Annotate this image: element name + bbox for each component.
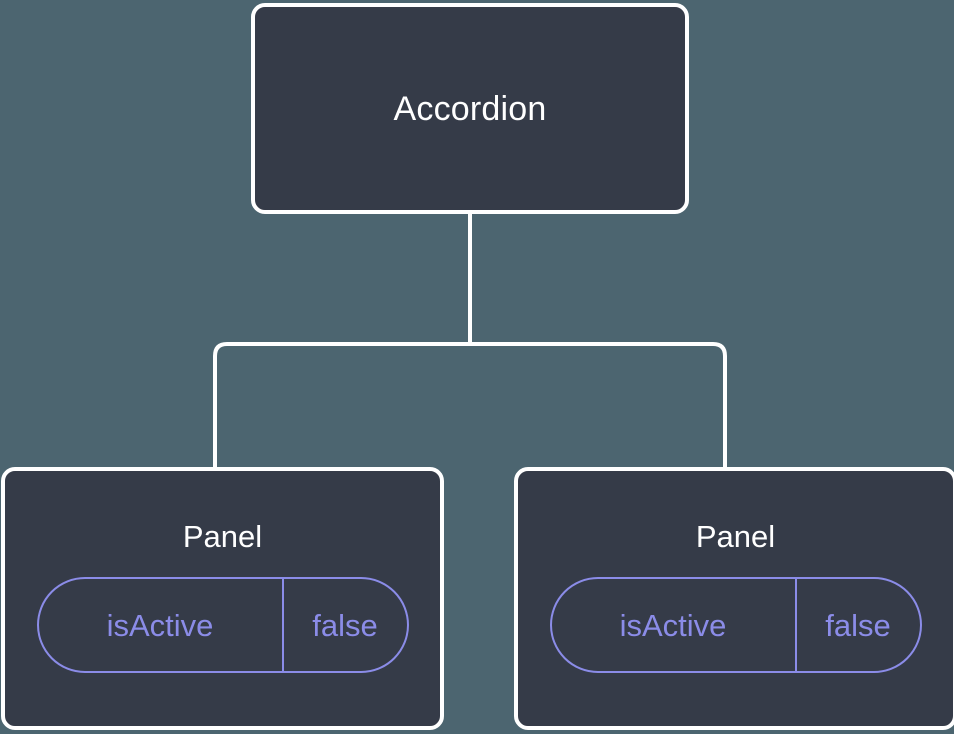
- node-panel-right-label: Panel: [695, 519, 776, 554]
- connector-to-panel-right: [470, 342, 727, 468]
- node-accordion[interactable]: Accordion: [251, 3, 689, 214]
- prop-key-is-active-right: isActive: [619, 607, 727, 643]
- prop-pill-is-active-right[interactable]: isActive false: [549, 577, 922, 673]
- connector-to-panel-left: [213, 342, 470, 468]
- node-accordion-label: Accordion: [393, 89, 547, 128]
- prop-value-is-active-left: false: [281, 579, 407, 671]
- prop-key-is-active-left: isActive: [106, 607, 214, 643]
- node-panel-right[interactable]: Panel isActive false: [514, 467, 954, 730]
- prop-pill-is-active-left[interactable]: isActive false: [36, 577, 409, 673]
- node-panel-left-label: Panel: [182, 519, 263, 554]
- node-panel-left[interactable]: Panel isActive false: [1, 467, 444, 730]
- prop-value-is-active-right: false: [794, 579, 920, 671]
